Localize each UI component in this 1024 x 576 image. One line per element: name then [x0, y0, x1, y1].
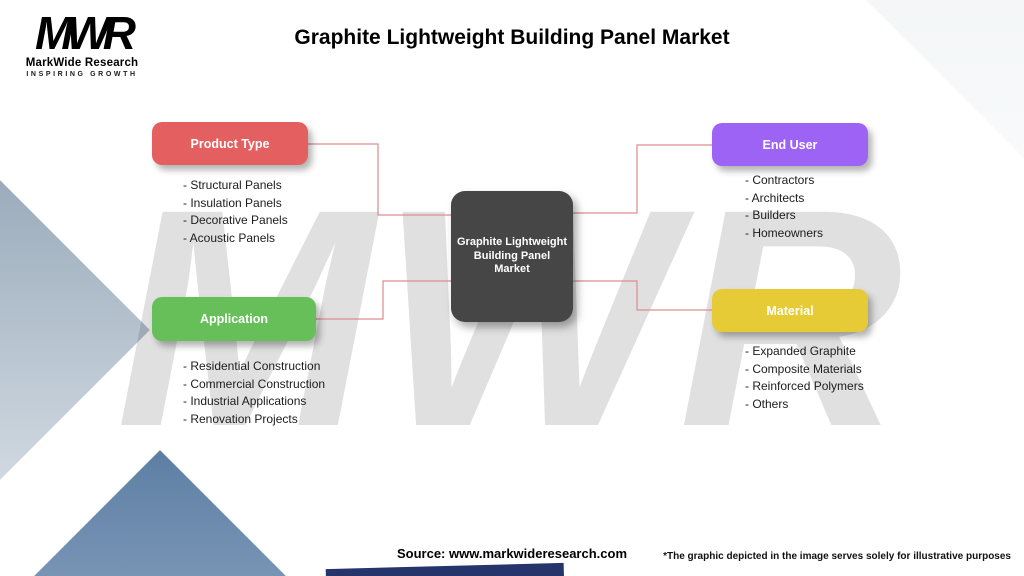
list-item: - Architects: [745, 190, 805, 205]
logo-monogram: MWR: [35, 7, 136, 59]
page-title: Graphite Lightweight Building Panel Mark…: [294, 26, 730, 49]
list-item: - Decorative Panels: [183, 213, 288, 227]
category-label-material: Material: [766, 303, 814, 318]
category-label-product-type: Product Type: [190, 136, 270, 151]
source-label: Source:: [396, 546, 446, 561]
category-items-product-type: - Structural Panels - Insulation Panels …: [183, 177, 288, 247]
source-url: www.markwideresearch.com: [449, 546, 628, 561]
connector-material: [573, 280, 712, 311]
category-items-material: - Expanded Graphite - Composite Material…: [745, 343, 864, 413]
list-item: - Structural Panels: [183, 178, 282, 192]
center-node-line: Graphite Lightweight: [457, 236, 567, 249]
center-node-line: Market: [494, 263, 530, 276]
connector-end-user: [573, 144, 712, 214]
markwide-logo: MWR MarkWide Research INSPIRING GROWTH: [22, 7, 142, 78]
list-item: - Composite Materials: [745, 361, 862, 376]
list-item: - Renovation Projects: [183, 411, 298, 426]
logo-company-name: MarkWide Research: [25, 56, 139, 69]
list-item: - Acoustic Panels: [183, 230, 276, 245]
center-node-line: Building Panel: [473, 249, 551, 262]
list-item: - Builders: [745, 208, 796, 222]
list-item: - Insulation Panels: [183, 195, 282, 210]
list-item: - Homeowners: [745, 225, 824, 240]
list-item: - Residential Construction: [183, 359, 321, 373]
category-box-product-type: Product Type: [152, 122, 308, 165]
category-box-material: Material: [712, 289, 868, 332]
category-items-end-user: - Contractors - Architects - Builders - …: [745, 172, 823, 242]
list-item: - Reinforced Polymers: [745, 379, 864, 393]
category-label-application: Application: [199, 312, 269, 326]
list-item: - Others: [745, 396, 789, 411]
source-text: Source: www.markwideresearch.com: [397, 546, 627, 561]
list-item: - Expanded Graphite: [745, 344, 856, 358]
category-label-end-user: End User: [762, 137, 818, 152]
connector-application: [316, 280, 451, 320]
logo-tagline: INSPIRING GROWTH: [26, 70, 138, 78]
category-box-application: Application: [152, 297, 316, 341]
list-item: - Industrial Applications: [183, 394, 307, 408]
list-item: - Commercial Construction: [183, 376, 326, 391]
category-items-application: - Residential Construction - Commercial …: [183, 358, 325, 428]
connector-product-type: [308, 143, 451, 216]
disclaimer-text: *The graphic depicted in the image serve…: [663, 551, 1011, 562]
center-node: Graphite Lightweight Building Panel Mark…: [451, 191, 573, 322]
category-box-end-user: End User: [712, 123, 868, 166]
list-item: - Contractors: [745, 173, 815, 187]
